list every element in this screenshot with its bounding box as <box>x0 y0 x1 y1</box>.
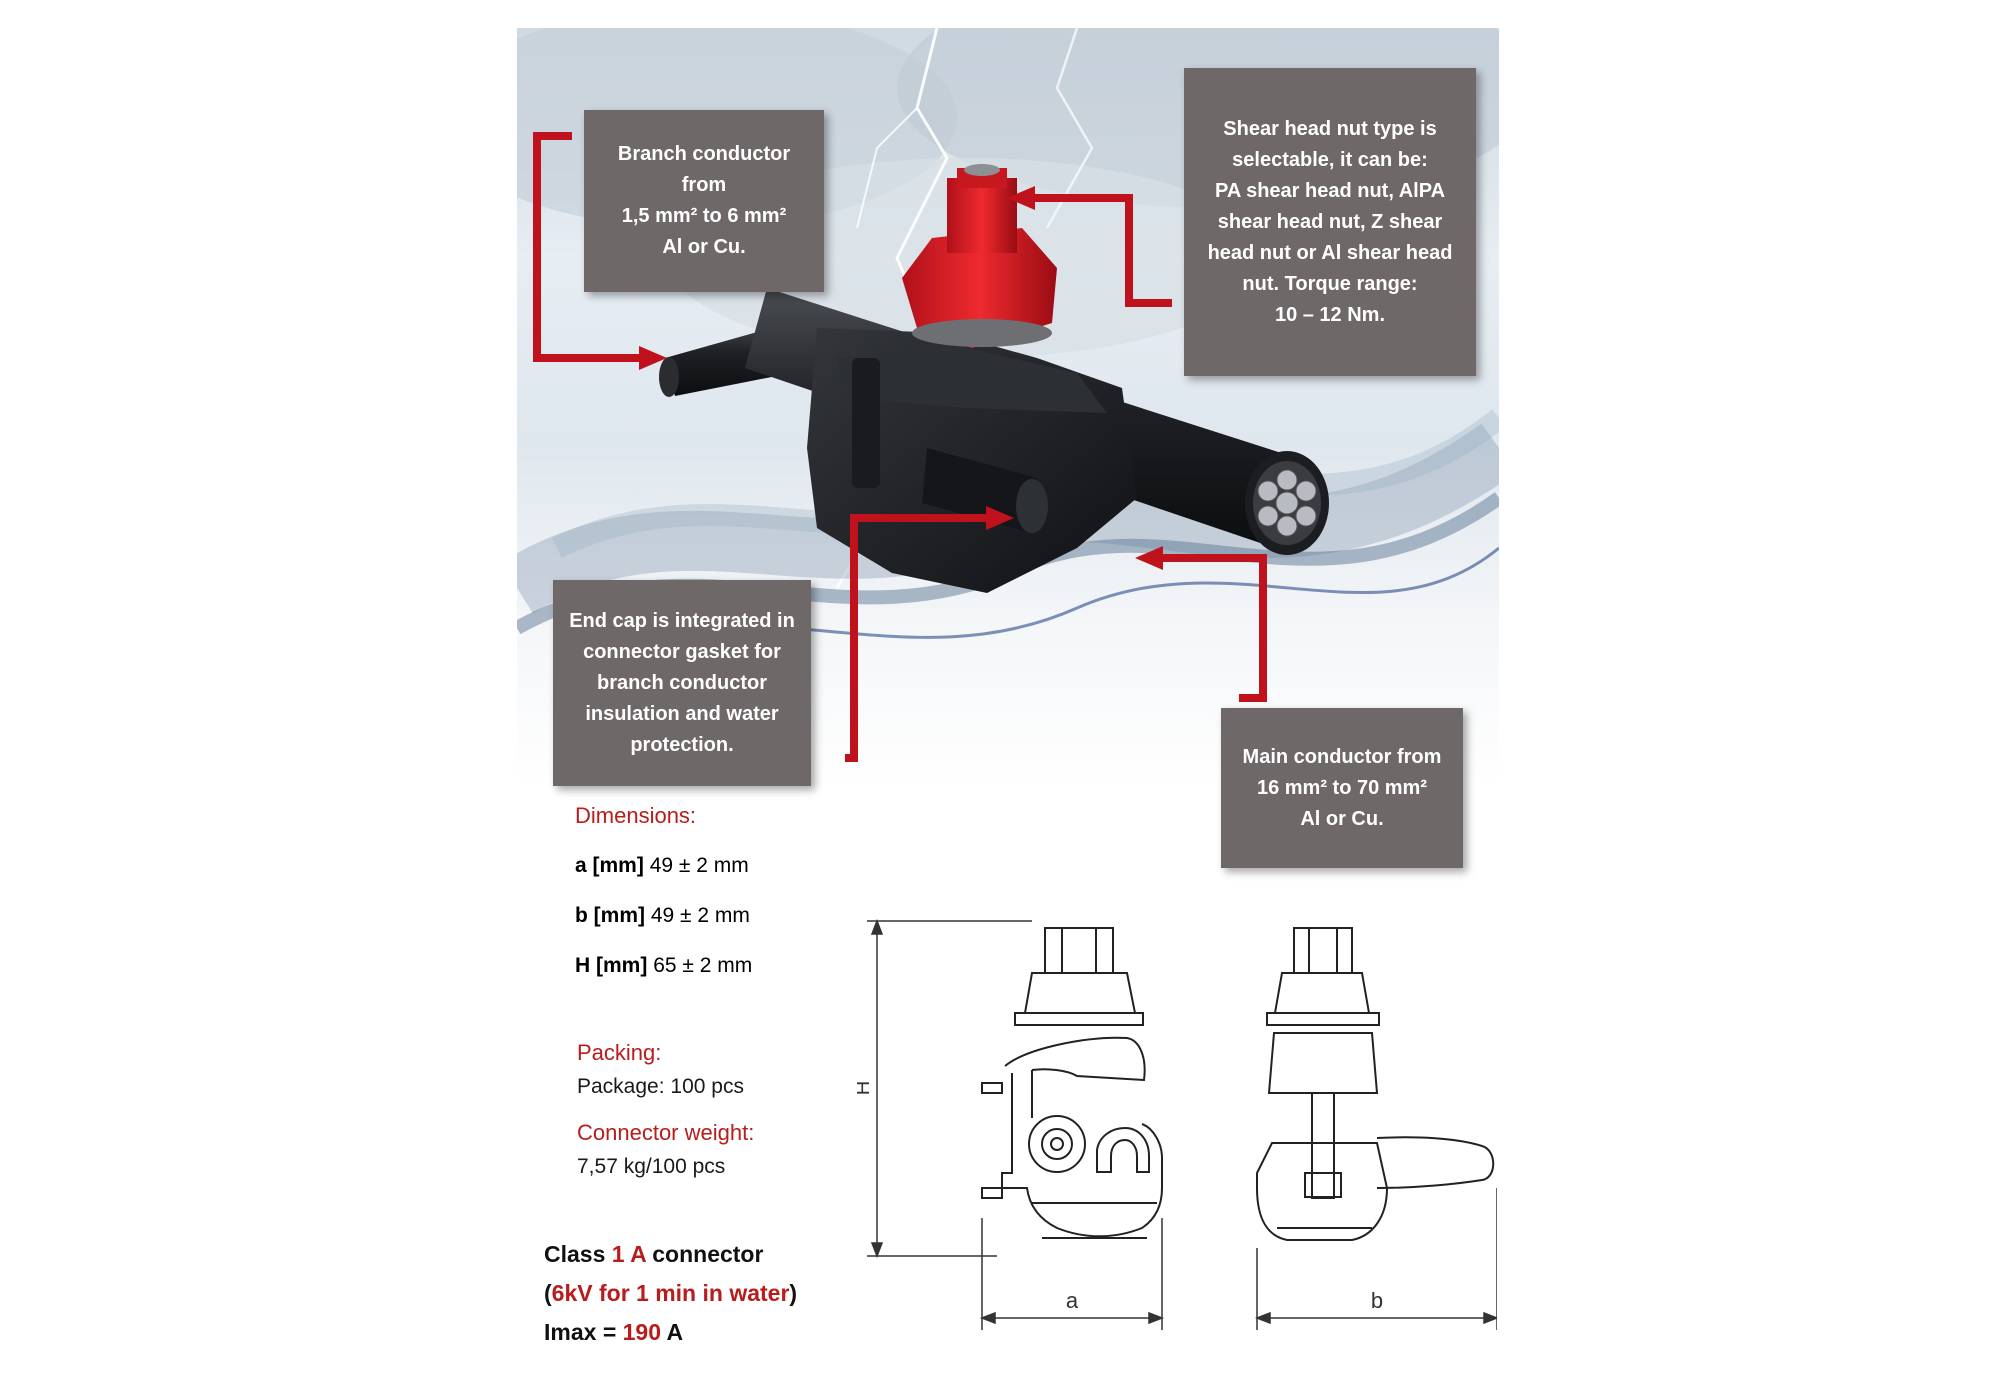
callout-endcap-line5: protection. <box>630 733 734 756</box>
dimension-value: 49 ± 2 mm <box>649 854 749 877</box>
class-prefix: Class <box>544 1241 612 1267</box>
imax-prefix: Imax = <box>544 1319 623 1345</box>
imax-unit: A <box>661 1319 684 1345</box>
dimensions-section: Dimensions: <box>575 803 696 829</box>
packing-title: Packing: <box>577 1040 662 1065</box>
callout-branch-line2: from <box>681 174 727 196</box>
packing-section: Packing: Package: 100 pcs Connector weig… <box>577 1036 754 1184</box>
test-close-paren: ) <box>789 1280 798 1306</box>
callout-main-line2: 16 mm² to 70 mm² <box>1256 776 1428 799</box>
technical-drawing: H a b <box>857 918 1497 1330</box>
class-line: Class 1 A connector <box>544 1241 763 1268</box>
width-label-a: a <box>1066 1288 1079 1313</box>
dimension-value: 49 ± 2 mm <box>650 904 750 927</box>
package-text: Package: 100 pcs <box>577 1075 744 1098</box>
callout-shear-line2: selectable, it can be: <box>1232 148 1428 171</box>
weight-text: 7,57 kg/100 pcs <box>577 1155 726 1178</box>
callout-main-line1: Main conductor from <box>1242 745 1442 768</box>
callout-endcap-line1: End cap is integrated in <box>569 609 795 632</box>
callout-end-cap: End cap is integrated in connector gaske… <box>553 580 811 786</box>
weight-title: Connector weight: <box>577 1120 755 1145</box>
test-value: 6kV for 1 min in water <box>551 1280 790 1306</box>
callout-shear-line1: Shear head nut type is <box>1223 117 1437 140</box>
class-value: 1 A <box>611 1241 646 1267</box>
callout-branch-line1: Branch conductor <box>617 143 791 165</box>
front-view-drawing <box>981 927 1163 1239</box>
dimension-row-a: a [mm] 49 ± 2 mm <box>575 854 749 878</box>
product-sheet: Branch conductor from 1,5 mm² to 6 mm² A… <box>517 28 1499 1358</box>
dimension-label: a [mm] <box>575 854 644 877</box>
dimensions-title: Dimensions: <box>575 803 697 828</box>
imax-line: Imax = 190 A <box>544 1319 683 1346</box>
side-view-drawing <box>1256 927 1495 1241</box>
height-label: H <box>857 1081 872 1095</box>
dimension-row-b: b [mm] 49 ± 2 mm <box>575 904 750 928</box>
test-open-paren: ( <box>544 1280 552 1306</box>
callout-shear-head-nut: Shear head nut type is selectable, it ca… <box>1184 68 1476 376</box>
callout-shear-line7: 10 – 12 Nm. <box>1274 303 1386 326</box>
callout-endcap-line4: insulation and water <box>585 702 779 725</box>
dimension-lines <box>867 918 1497 1330</box>
callout-shear-line4: shear head nut, Z shear <box>1217 210 1443 233</box>
callout-main-line3: Al or Cu. <box>1300 807 1384 830</box>
callout-shear-line5: head nut or Al shear head <box>1207 241 1453 264</box>
imax-value: 190 <box>622 1319 662 1345</box>
callout-branch-line3: 1,5 mm² to 6 mm² <box>621 205 787 227</box>
callout-main-conductor: Main conductor from 16 mm² to 70 mm² Al … <box>1221 708 1463 868</box>
dimension-label: H [mm] <box>575 954 648 977</box>
dimension-label: b [mm] <box>575 904 645 927</box>
callout-endcap-line2: connector gasket for <box>583 640 781 663</box>
width-label-b: b <box>1371 1288 1383 1313</box>
dimension-row-h: H [mm] 65 ± 2 mm <box>575 954 752 978</box>
class-suffix: connector <box>645 1241 764 1267</box>
callout-branch-conductor: Branch conductor from 1,5 mm² to 6 mm² A… <box>584 110 824 292</box>
callout-branch-line4: Al or Cu. <box>662 236 746 258</box>
test-line: (6kV for 1 min in water) <box>544 1280 797 1307</box>
dimension-value: 65 ± 2 mm <box>653 954 753 977</box>
callout-endcap-line3: branch conductor <box>596 671 767 694</box>
callout-shear-line6: nut. Torque range: <box>1242 272 1418 295</box>
callout-shear-line3: PA shear head nut, AlPA <box>1214 179 1446 202</box>
